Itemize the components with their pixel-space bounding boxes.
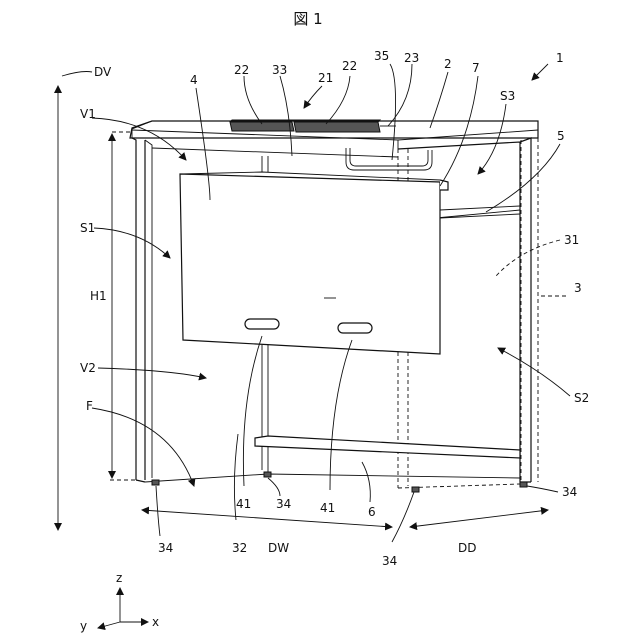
foot bbox=[412, 487, 419, 492]
label-23: 23 bbox=[404, 51, 419, 65]
left-panel bbox=[132, 138, 145, 482]
figure-title: 図 1 bbox=[293, 10, 322, 28]
label-DD: DD bbox=[458, 541, 476, 555]
label-32: 32 bbox=[232, 541, 247, 555]
label-1: 1 bbox=[556, 51, 564, 65]
top-tray-right bbox=[294, 122, 380, 132]
label-F: F bbox=[86, 399, 93, 413]
cable-opening bbox=[346, 148, 432, 170]
label-3: 3 bbox=[574, 281, 582, 295]
foot bbox=[264, 472, 271, 477]
label-V2: V2 bbox=[80, 361, 96, 375]
label-S2: S2 bbox=[574, 391, 589, 405]
foot bbox=[520, 482, 527, 487]
label-41-left: 41 bbox=[236, 497, 251, 511]
label-5: 5 bbox=[557, 129, 565, 143]
label-4: 4 bbox=[190, 73, 198, 87]
label-S1: S1 bbox=[80, 221, 95, 235]
label-41-right: 41 bbox=[320, 501, 335, 515]
label-34-b: 34 bbox=[276, 497, 291, 511]
label-21: 21 bbox=[318, 71, 333, 85]
label-22-left: 22 bbox=[234, 63, 249, 77]
coordinate-axes: z x y bbox=[80, 571, 159, 633]
foot bbox=[152, 480, 159, 485]
desk-drawing bbox=[110, 120, 538, 492]
floor-line bbox=[145, 474, 520, 482]
label-7: 7 bbox=[472, 61, 480, 75]
lower-shelf bbox=[255, 436, 520, 458]
label-31: 31 bbox=[564, 233, 579, 247]
label-6: 6 bbox=[368, 505, 376, 519]
label-H1: H1 bbox=[90, 289, 107, 303]
front-cover-plate bbox=[180, 174, 440, 354]
label-V1: V1 bbox=[80, 107, 96, 121]
label-DW: DW bbox=[268, 541, 289, 555]
axis-x-label: x bbox=[152, 615, 159, 629]
label-35: 35 bbox=[374, 49, 389, 63]
label-DV: DV bbox=[94, 65, 112, 79]
label-33: 33 bbox=[272, 63, 287, 77]
label-34-c: 34 bbox=[382, 554, 397, 568]
label-S3: S3 bbox=[500, 89, 515, 103]
label-22-right: 22 bbox=[342, 59, 357, 73]
axis-z-label: z bbox=[116, 571, 122, 585]
label-34-a: 34 bbox=[158, 541, 173, 555]
axis-y-label: y bbox=[80, 619, 87, 633]
label-2: 2 bbox=[444, 57, 452, 71]
label-34-d: 34 bbox=[562, 485, 577, 499]
